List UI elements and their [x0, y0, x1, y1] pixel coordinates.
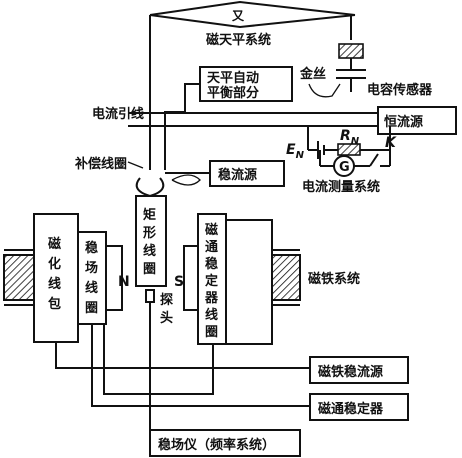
magnetizing-char2: 化 [48, 256, 61, 272]
probe [145, 289, 155, 303]
bottom-wiring [55, 324, 310, 407]
left-magnet-core [3, 249, 35, 306]
stabilized-source-box [209, 160, 285, 187]
capacitive-sensor [308, 43, 366, 98]
south-pole [183, 245, 199, 311]
probe-char1: 探 [160, 292, 173, 308]
north-pole [105, 245, 123, 311]
right-magnet-core [271, 249, 301, 306]
rn-label: RN [340, 128, 360, 147]
south-label: S [174, 274, 184, 290]
current-lead-label: 电流引线 [92, 106, 144, 122]
rect-coil-char1: 矩 [142, 207, 156, 223]
capacitive-sensor-label: 电容传感器 [367, 82, 433, 98]
compensation-coil-label: 补偿线圈 [74, 156, 127, 172]
flux-stab-char6: 线 [205, 307, 218, 323]
field-meter-label: 稳场仪（频率系统） [158, 437, 275, 453]
balance-system-label: 磁天平系统 [206, 32, 271, 48]
compensation-pointer [127, 161, 144, 169]
field-stab-char2: 场 [85, 261, 98, 276]
magnetizing-coil [33, 213, 79, 343]
measurement-system-label: 电流测量系统 [302, 179, 380, 195]
switch-k-label: K [385, 135, 397, 151]
en-label: EN [286, 142, 305, 161]
magnet-system-label: 磁铁系统 [308, 271, 360, 287]
balance-beam [149, 0, 356, 140]
magnet-current-source-box [309, 356, 409, 384]
magnetizing-char3: 线 [48, 276, 61, 292]
field-stabilizer-coil [77, 231, 107, 325]
auto-balance-wire [164, 83, 200, 150]
right-magnet-yoke [225, 219, 273, 345]
stabilized-source-label: 稳流源 [218, 167, 257, 183]
measurement-circuit [307, 126, 391, 177]
rectangular-coil [135, 195, 167, 287]
flux-stab-char7: 圈 [205, 325, 218, 340]
flux-stabilizer-label: 磁通稳定器 [318, 401, 384, 417]
auto-balance-line1: 天平自动 [207, 70, 259, 86]
galvanometer-label: G [339, 160, 350, 175]
compensation-loop [171, 174, 201, 186]
flux-stab-char2: 通 [205, 239, 218, 255]
constant-current-source-label: 恒流源 [384, 114, 423, 130]
rect-coil-char2: 形 [143, 226, 156, 241]
magnet-current-source-label: 磁铁稳流源 [318, 364, 383, 380]
auto-balance-line2: 平衡部分 [207, 85, 259, 101]
magnetizing-char1: 磁 [48, 236, 61, 252]
field-stab-char3: 线 [85, 280, 98, 296]
flux-stab-char5: 器 [204, 291, 219, 306]
fulcrum-mark: 又 [231, 9, 245, 23]
flux-stab-char1: 磁 [205, 222, 218, 238]
auto-balance-box [199, 66, 293, 102]
magnetizing-char4: 包 [48, 296, 61, 312]
field-stab-char4: 圈 [85, 301, 98, 316]
probe-char2: 头 [160, 310, 173, 326]
flux-stabilizer-box [309, 393, 409, 421]
north-label: N [118, 274, 130, 290]
flux-stab-char4: 定 [204, 273, 218, 289]
compensation-coil [135, 140, 210, 198]
rect-coil-char4: 圈 [143, 262, 156, 277]
gold-wire-label: 金丝 [299, 66, 326, 82]
field-stab-char1: 稳 [85, 240, 98, 256]
rect-coil-char3: 线 [143, 243, 156, 259]
flux-stab-char3: 稳 [205, 256, 218, 272]
field-meter-box [149, 429, 301, 457]
